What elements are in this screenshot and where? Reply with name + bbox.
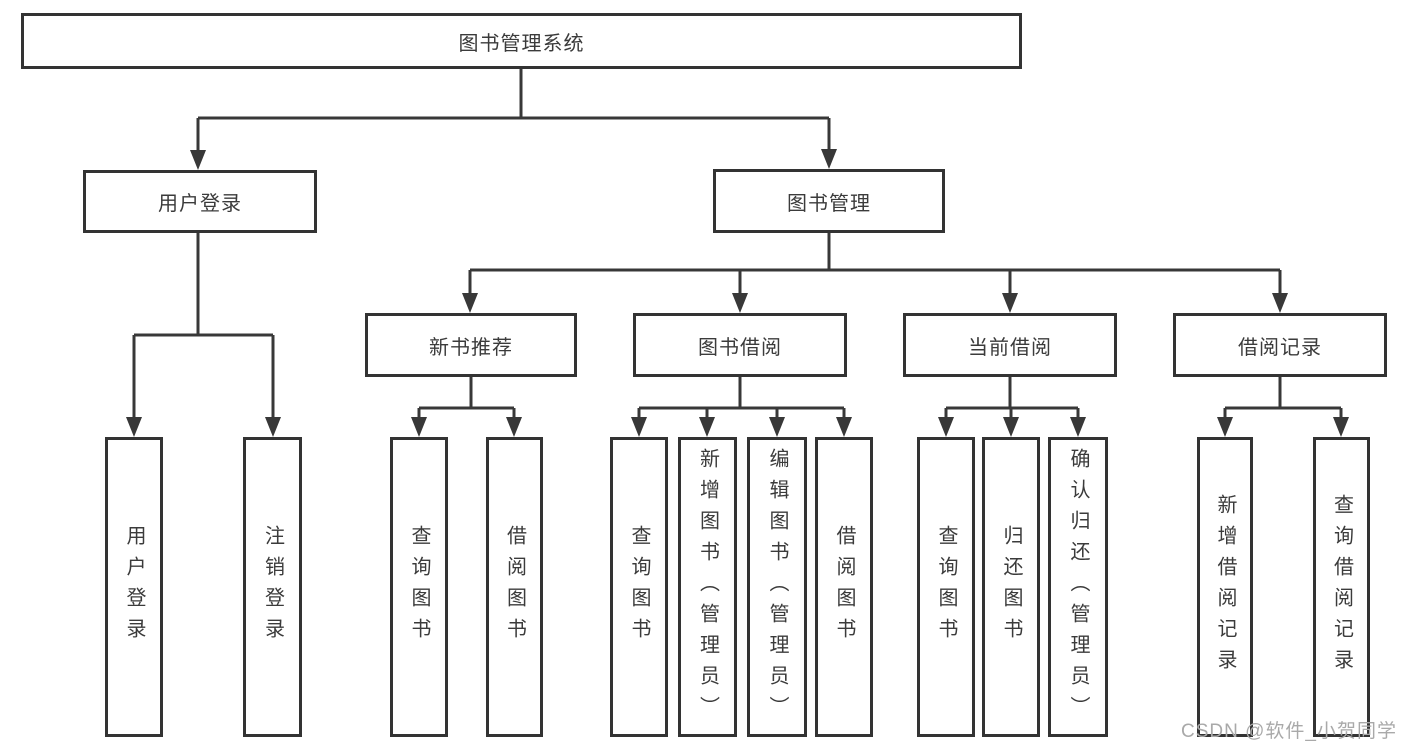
leaf-add-borrow-record: 新增借阅记录 (1197, 437, 1253, 737)
node-book-borrowing: 图书借阅 (633, 313, 847, 377)
leaf-query-books-recommend-label: 查询图书 (408, 525, 430, 649)
leaf-add-books-admin-label: 新增图书（管理员） (696, 447, 719, 727)
leaf-query-books-borrow-label: 查询图书 (628, 525, 650, 649)
leaf-confirm-return-admin-label: 确认归还（管理员） (1067, 447, 1089, 727)
leaf-edit-books-admin: 编辑图书（管理员） (747, 437, 807, 737)
spine-borrowing-records-branch (1225, 377, 1341, 410)
leaf-query-books-recommend: 查询图书 (390, 437, 448, 737)
leaf-logout: 注销登录 (243, 437, 302, 737)
leaf-user-login-label: 用户登录 (123, 525, 145, 649)
spine-new-book-branch (419, 377, 514, 410)
leaf-confirm-return-admin: 确认归还（管理员） (1048, 437, 1108, 737)
node-current-borrowing: 当前借阅 (903, 313, 1117, 377)
leaf-logout-label: 注销登录 (261, 525, 284, 649)
spine-book-borrowing-branch (639, 377, 844, 410)
spine-current-borrowing-branch (946, 377, 1078, 410)
node-book-management-label: 图书管理 (787, 192, 871, 215)
leaf-borrow-books-label: 借阅图书 (833, 525, 855, 649)
node-borrowing-records: 借阅记录 (1173, 313, 1387, 377)
watermark: CSDN @软件_小贺同学 (1181, 721, 1397, 742)
leaf-query-books-borrow: 查询图书 (610, 437, 668, 737)
node-root: 图书管理系统 (21, 13, 1022, 69)
leaf-user-login: 用户登录 (105, 437, 163, 737)
leaf-borrow-books: 借阅图书 (815, 437, 873, 737)
leaf-return-books: 归还图书 (982, 437, 1040, 737)
leaf-query-borrow-record: 查询借阅记录 (1313, 437, 1370, 737)
node-user-login: 用户登录 (83, 170, 317, 233)
leaf-query-books-current-label: 查询图书 (935, 525, 957, 649)
node-book-borrowing-label: 图书借阅 (698, 336, 782, 359)
node-new-book-recommendation-label: 新书推荐 (429, 336, 513, 359)
leaf-query-books-current: 查询图书 (917, 437, 975, 737)
leaf-borrow-books-recommend: 借阅图书 (486, 437, 543, 737)
node-book-management: 图书管理 (713, 169, 945, 233)
arrowheads (126, 149, 1349, 437)
spine-book-management-branch (470, 233, 1280, 272)
leaf-query-borrow-record-label: 查询借阅记录 (1330, 494, 1353, 680)
node-root-label: 图书管理系统 (458, 32, 585, 55)
leaf-add-books-admin: 新增图书（管理员） (678, 437, 737, 737)
leaf-return-books-label: 归还图书 (1000, 525, 1022, 649)
leaf-add-borrow-record-label: 新增借阅记录 (1214, 494, 1236, 680)
node-new-book-recommendation: 新书推荐 (365, 313, 577, 377)
node-borrowing-records-label: 借阅记录 (1238, 336, 1322, 359)
spine-root-to-level2 (198, 69, 829, 120)
leaf-borrow-books-recommend-label: 借阅图书 (503, 525, 526, 649)
leaf-edit-books-admin-label: 编辑图书（管理员） (766, 447, 788, 727)
spine-user-login-branch (134, 233, 273, 337)
node-user-login-label: 用户登录 (158, 193, 242, 215)
node-current-borrowing-label: 当前借阅 (968, 336, 1052, 359)
